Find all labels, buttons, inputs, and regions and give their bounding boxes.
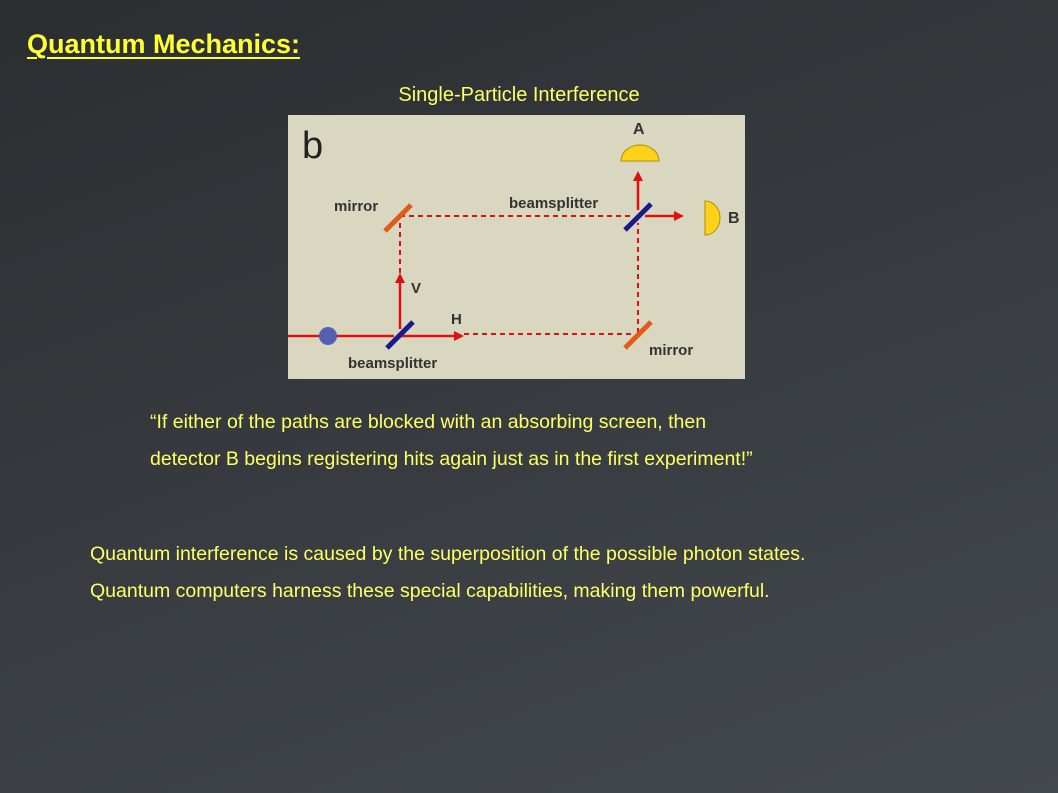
summary-text: Quantum interference is caused by the su…	[90, 536, 1040, 610]
detector-a-label: A	[633, 121, 645, 138]
interferometer-diagram: b A B mirror	[288, 115, 745, 379]
figure-caption: Single-Particle Interference	[398, 84, 640, 106]
mirror-bottom	[623, 320, 653, 350]
output-a-arrowhead	[633, 171, 643, 181]
beamsplitter-top	[623, 202, 653, 232]
path-h-arrowhead	[454, 331, 464, 341]
interferometer-figure: b A B mirror	[288, 115, 745, 379]
beamsplitter-top-label: beamsplitter	[509, 195, 598, 212]
detector-b	[704, 200, 721, 236]
beamsplitter-bottom	[385, 320, 415, 350]
path-v-arrowhead	[395, 273, 405, 283]
summary-line-2: Quantum computers harness these special …	[90, 580, 770, 602]
quote-line-2: detector B begins registering hits again…	[150, 448, 753, 470]
output-b-arrowhead	[674, 211, 684, 221]
path-h-label: H	[451, 311, 462, 328]
summary-line-1: Quantum interference is caused by the su…	[90, 543, 806, 565]
path-v-label: V	[411, 280, 421, 297]
mirror-top	[383, 203, 413, 233]
mirror-top-label: mirror	[334, 198, 378, 215]
mirror-bottom-label: mirror	[649, 342, 693, 359]
photon-icon	[319, 327, 337, 345]
detector-a	[620, 144, 660, 162]
detector-b-label: B	[728, 210, 740, 227]
figure-background	[288, 115, 745, 379]
experiment-quote: “If either of the paths are blocked with…	[150, 404, 1030, 478]
quote-line-1: “If either of the paths are blocked with…	[150, 411, 707, 433]
panel-label: b	[302, 125, 323, 167]
slide-title: Quantum Mechanics:	[27, 29, 301, 59]
beamsplitter-bottom-label: beamsplitter	[348, 355, 437, 372]
